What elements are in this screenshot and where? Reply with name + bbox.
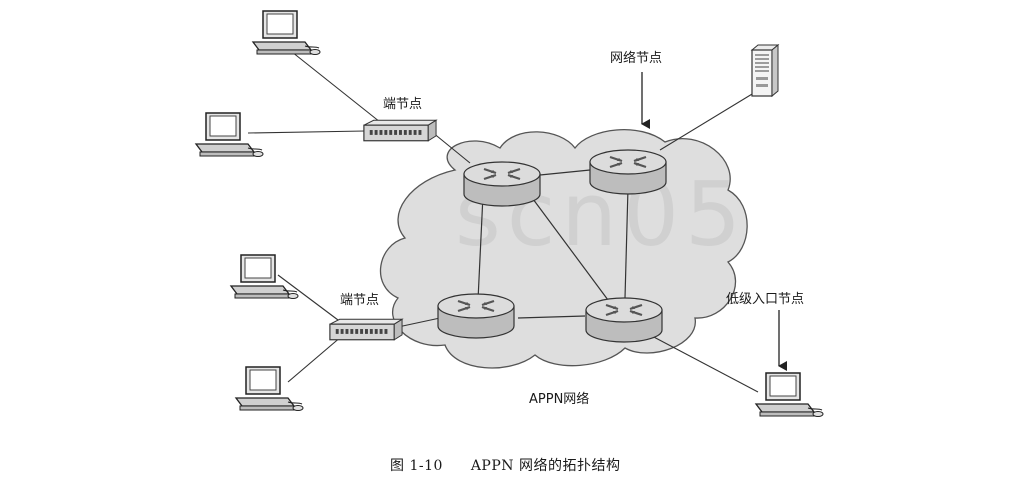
appn-network-label: APPN网络	[529, 392, 590, 407]
link-r1-r4	[529, 194, 609, 301]
computer-icon	[235, 366, 304, 412]
end-node-label-bottom: 端节点	[340, 293, 380, 308]
link-pc4-hub2	[287, 335, 343, 383]
link-r3-r4	[517, 315, 586, 319]
figure-title: APPN 网络的拓扑结构	[470, 458, 621, 474]
link-pc3-hub2	[277, 274, 339, 321]
server-icon	[751, 44, 779, 97]
router-icon	[436, 292, 516, 340]
router-icon	[588, 148, 668, 196]
link-server-r2	[659, 87, 763, 151]
computer-icon	[252, 10, 321, 56]
link-r2-r4	[624, 187, 629, 299]
router-icon	[584, 296, 664, 344]
link-hub2-r3	[397, 317, 441, 328]
computer-icon	[230, 254, 299, 300]
computer-icon	[755, 372, 824, 418]
figure-caption: 图 1-10 APPN 网络的拓扑结构	[390, 455, 620, 475]
low-entry-node-label: 低级入口节点	[726, 292, 805, 307]
computer-icon	[195, 112, 264, 158]
link-hub1-r1	[431, 131, 471, 164]
link-r1-r3	[477, 194, 484, 301]
hub-icon	[363, 119, 437, 142]
hub-icon	[329, 318, 403, 341]
link-r4-pc5	[649, 334, 759, 393]
end-node-label-top: 端节点	[383, 97, 423, 112]
link-pc1-hub1	[291, 51, 381, 123]
network-node-label: 网络节点	[610, 51, 663, 66]
figure-number: 图 1-10	[390, 458, 443, 474]
link-pc2-hub1	[247, 130, 366, 134]
router-icon	[462, 160, 542, 208]
link-r1-r2	[539, 169, 591, 176]
